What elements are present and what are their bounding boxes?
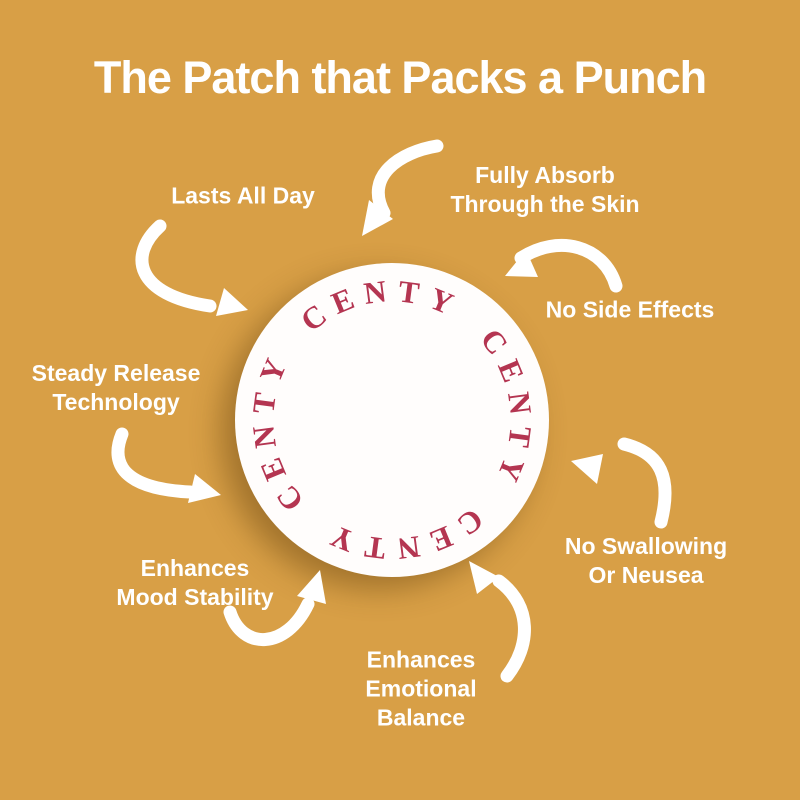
- brand-ring-char: T: [396, 273, 422, 311]
- arrow-bottom-icon: [469, 561, 531, 683]
- feature-label-emotional-balance: Enhances Emotional Balance: [365, 646, 476, 733]
- feature-line: Balance: [376, 704, 466, 731]
- brand-ring-char: Y: [252, 353, 294, 388]
- brand-ring-char: N: [501, 389, 539, 417]
- feature-line: No Side Effects: [545, 296, 715, 323]
- brand-ring-char: N: [245, 423, 283, 451]
- feature-line: Enhances: [140, 555, 250, 581]
- brand-ring-char: C: [293, 296, 334, 339]
- arrow-upper-left-icon: [135, 219, 248, 316]
- arrow-right-lower-icon: [571, 437, 672, 529]
- brand-ring-char: C: [473, 321, 516, 362]
- brand-ring-char: N: [361, 273, 389, 311]
- feature-line: Steady Release: [31, 360, 201, 386]
- feature-line: Emotional: [365, 675, 477, 702]
- brand-ring-char: T: [362, 529, 388, 567]
- feature-line: Lasts All Day: [171, 182, 315, 209]
- arrow-left-middle-icon: [111, 427, 221, 503]
- brand-ring-char: E: [326, 280, 359, 321]
- brand-ring-char: Y: [424, 280, 459, 322]
- page-title: The Patch that Packs a Punch: [93, 52, 707, 104]
- feature-label-steady-release: Steady Release Technology: [32, 359, 201, 417]
- brand-ring-char: Y: [490, 452, 532, 487]
- feature-label-mood-stability: Enhances Mood Stability: [116, 554, 273, 612]
- feature-line: Or Neusea: [588, 562, 704, 588]
- feature-line: Through the Skin: [450, 191, 640, 217]
- feature-label-no-side-effects: No Side Effects: [546, 296, 715, 325]
- brand-ring-char: E: [491, 354, 532, 387]
- feature-label-no-swallowing: No Swallowing Or Neusea: [565, 532, 727, 590]
- brand-ring-char: E: [425, 519, 458, 560]
- brand-ring-char: Y: [325, 518, 360, 560]
- brand-ring-char: C: [268, 478, 311, 519]
- center-badge-circle: [235, 263, 549, 577]
- brand-ring-char: T: [245, 390, 283, 416]
- brand-ring-char: C: [450, 501, 491, 544]
- feature-line: Enhances: [366, 646, 476, 673]
- brand-ring-char: N: [395, 529, 423, 567]
- feature-line: No Swallowing: [564, 533, 728, 559]
- arrow-top-icon: [362, 139, 444, 236]
- feature-line: Fully Absorb: [475, 162, 615, 188]
- feature-line: Technology: [52, 389, 180, 415]
- feature-line: Mood Stability: [116, 584, 274, 610]
- feature-label-lasts-all-day: Lasts All Day: [171, 182, 315, 211]
- brand-ring-char: T: [501, 424, 539, 450]
- brand-ring-char: E: [252, 453, 293, 486]
- feature-label-fully-absorb: Fully Absorb Through the Skin: [450, 161, 639, 219]
